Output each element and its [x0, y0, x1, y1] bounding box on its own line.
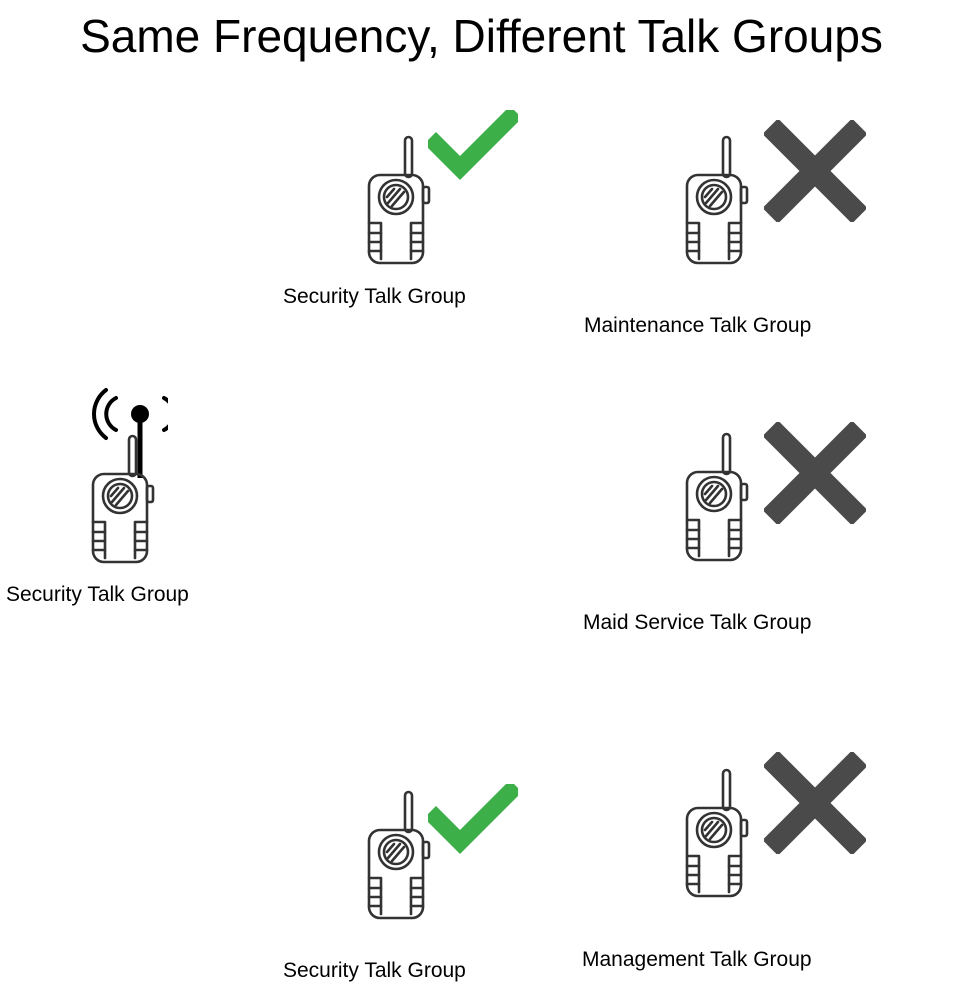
- transmitter-label: Security Talk Group: [6, 583, 189, 606]
- x-mark-icon: [764, 120, 866, 222]
- diagram-title: Same Frequency, Different Talk Groups: [80, 10, 883, 62]
- transmitting-radio-icon: [88, 378, 168, 563]
- receiver-label: Security Talk Group: [283, 285, 466, 308]
- x-mark-icon: [764, 752, 866, 854]
- receiver-label: Management Talk Group: [582, 948, 812, 971]
- receiver-label: Security Talk Group: [283, 959, 466, 982]
- checkmark-icon: [428, 784, 518, 856]
- x-mark-icon: [764, 422, 866, 524]
- receiver-label: Maintenance Talk Group: [584, 314, 812, 337]
- checkmark-icon: [428, 110, 518, 182]
- receiver-label: Maid Service Talk Group: [583, 611, 812, 634]
- walkie-talkie-icon: [364, 790, 434, 920]
- walkie-talkie-icon: [364, 135, 434, 265]
- walkie-talkie-icon: [88, 434, 158, 564]
- walkie-talkie-icon: [682, 768, 752, 898]
- walkie-talkie-icon: [682, 135, 752, 265]
- walkie-talkie-icon: [682, 432, 752, 562]
